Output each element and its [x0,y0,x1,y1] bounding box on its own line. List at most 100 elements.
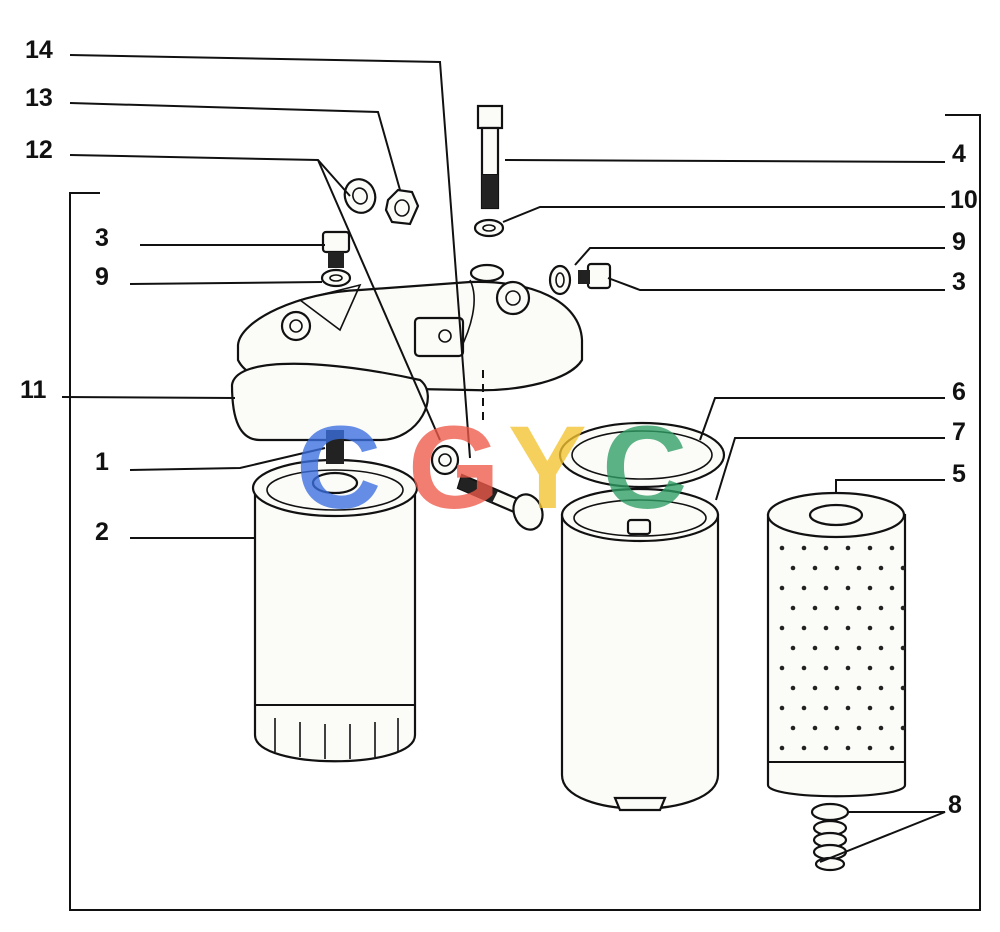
leader-lines [61,54,946,863]
washer-part-10 [473,218,505,238]
callout-11: 11 [20,376,47,404]
perforation-dot [889,745,895,751]
callout-8: 8 [948,791,962,819]
perforation-dot [889,625,895,631]
perforation-dot [812,725,818,731]
callout-7: 7 [952,418,966,446]
filter-head-housing [230,263,584,442]
gasket-ring-part-6 [558,421,726,489]
perforation-dot [823,665,829,671]
perforation-dot [845,585,851,591]
nut-part-13 [384,188,420,226]
perforation-dot [867,705,873,711]
perforation-dot [790,605,796,611]
perforation-dot [900,565,906,571]
spin-on-filter-part-2 [251,458,419,763]
perforation-dot [834,605,840,611]
perforation-dot [823,585,829,591]
perforation-dot [790,725,796,731]
perforation-dot [856,605,862,611]
perforation-dot [812,605,818,611]
callout-3-right: 3 [952,268,966,296]
perforation-dot [889,705,895,711]
plug-part-3-left [321,230,351,268]
perforation-dot [878,605,884,611]
callout-9-left: 9 [95,263,109,291]
perforation-dot [900,605,906,611]
perforation-dot [856,685,862,691]
callout-6: 6 [952,378,966,406]
perforation-dot [790,685,796,691]
perforation-dot [801,745,807,751]
callout-14: 14 [25,36,53,64]
callout-4: 4 [952,140,966,168]
perforation-dot [779,745,785,751]
perforation-dot [834,645,840,651]
callout-1: 1 [95,448,109,476]
callout-10: 10 [950,186,978,214]
perforation-dot [867,745,873,751]
perforation-dot [801,545,807,551]
washer-part-9-left [320,268,352,288]
watermark-letter-y: Y [508,402,587,534]
perforation-dot [801,705,807,711]
watermark-logo: C G Y C [296,402,687,534]
perforation-dots [779,545,906,751]
bolt-part-14 [430,444,544,531]
assembly-frame [69,114,981,911]
perforation-dot [823,705,829,711]
perforation-dot [867,665,873,671]
watermark-letter-c2: C [602,402,687,534]
perforation-dot [834,565,840,571]
perforation-dot [889,585,895,591]
perforation-dot [823,745,829,751]
spring-part-8 [810,802,850,872]
callout-12: 12 [25,136,53,164]
perforation-dot [790,645,796,651]
perforation-dot [845,745,851,751]
callout-2: 2 [95,518,109,546]
perforation-dot [812,565,818,571]
perforation-dot [867,625,873,631]
perforation-dot [878,685,884,691]
perforation-dot [834,685,840,691]
perforation-dot [889,665,895,671]
perforation-dot [900,685,906,691]
perforation-dot [867,585,873,591]
callout-labels: 14 13 12 3 9 11 1 2 4 10 9 3 6 7 5 8 [20,36,978,819]
perforation-dot [867,545,873,551]
perforation-dot [889,545,895,551]
plug-part-3-right [548,262,612,296]
perforation-dot [823,545,829,551]
perforation-dot [878,565,884,571]
perforation-dot [779,625,785,631]
perforation-dot [779,705,785,711]
perforation-dot [856,725,862,731]
perforation-dot [812,685,818,691]
perforation-dot [801,625,807,631]
perforation-dot [845,625,851,631]
callout-3-left: 3 [95,224,109,252]
callout-9-right: 9 [952,228,966,256]
perforation-dot [812,645,818,651]
perforation-dot [845,545,851,551]
watermark-letter-g: G [408,402,500,534]
perforation-dot [801,585,807,591]
perforation-dot [856,645,862,651]
perforation-dot [779,545,785,551]
perforation-dot [823,625,829,631]
bolt-part-4 [476,104,504,210]
perforation-dot [878,725,884,731]
callout-13: 13 [25,84,53,112]
perforation-dot [779,665,785,671]
filter-bowl-part-7 [560,487,720,812]
perforation-dot [790,565,796,571]
perforation-dot [801,665,807,671]
filter-element-part-5 [766,491,907,798]
perforation-dot [900,645,906,651]
perforation-dot [856,565,862,571]
stud-part-1 [326,430,344,464]
perforation-dot [900,725,906,731]
perforation-dot [845,705,851,711]
